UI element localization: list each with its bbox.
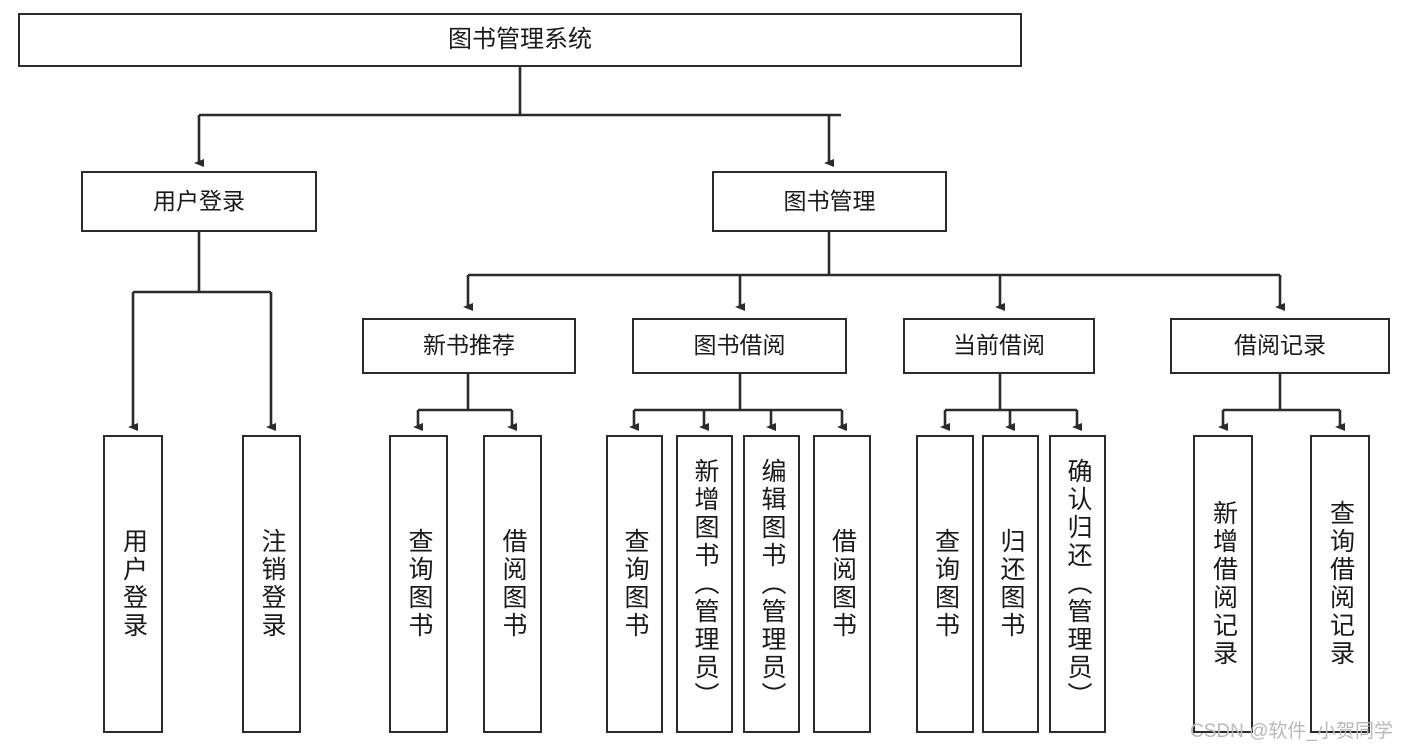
leaf-add-borrow-record[interactable]: 新增借阅记录 <box>1193 435 1253 733</box>
node-label: 图书借阅 <box>693 332 786 359</box>
node-current-borrow[interactable]: 当前借阅 <box>903 318 1095 374</box>
leaf-borrow-book[interactable]: 借阅图书 <box>813 435 871 733</box>
leaf-confirm-return-admin[interactable]: 确认归还（管理员） <box>1049 435 1106 733</box>
node-borrow-records[interactable]: 借阅记录 <box>1170 318 1390 374</box>
node-new-book-recommend[interactable]: 新书推荐 <box>362 318 576 374</box>
leaf-query-book-current[interactable]: 查询图书 <box>916 435 974 733</box>
node-label: 注销登录 <box>258 528 286 640</box>
node-root-system[interactable]: 图书管理系统 <box>18 13 1022 67</box>
node-label: 新增图书（管理员） <box>691 458 719 710</box>
leaf-query-book-recommend[interactable]: 查询图书 <box>389 435 448 733</box>
leaf-query-borrow-record[interactable]: 查询借阅记录 <box>1310 435 1370 733</box>
node-label: 图书管理 <box>783 187 876 214</box>
node-label: 确认归还（管理员） <box>1064 458 1092 710</box>
leaf-edit-book-admin[interactable]: 编辑图书（管理员） <box>743 435 800 733</box>
leaf-user-login[interactable]: 用户登录 <box>103 435 163 733</box>
node-label: 新增借阅记录 <box>1209 500 1238 668</box>
node-label: 用户登录 <box>153 187 245 214</box>
leaf-add-book-admin[interactable]: 新增图书（管理员） <box>676 435 733 733</box>
node-label: 用户登录 <box>119 528 148 640</box>
node-label: 查询图书 <box>931 528 960 640</box>
node-user-login[interactable]: 用户登录 <box>81 171 317 232</box>
watermark-credit: CSDN @软件_小贺同学 <box>1190 721 1393 742</box>
leaf-query-book-borrow[interactable]: 查询图书 <box>606 435 663 733</box>
node-book-borrow[interactable]: 图书借阅 <box>632 318 847 374</box>
node-label: 编辑图书（管理员） <box>758 458 786 710</box>
node-label: 借阅图书 <box>499 528 527 640</box>
leaf-return-book[interactable]: 归还图书 <box>982 435 1039 733</box>
node-label: 查询图书 <box>405 528 433 640</box>
leaf-logout[interactable]: 注销登录 <box>242 435 301 733</box>
leaf-borrow-book-recommend[interactable]: 借阅图书 <box>483 435 542 733</box>
node-label: 新书推荐 <box>423 332 515 359</box>
node-label: 当前借阅 <box>953 332 1045 359</box>
node-label: 借阅图书 <box>828 528 857 640</box>
node-label: 借阅记录 <box>1234 332 1326 359</box>
node-label: 查询图书 <box>621 528 649 640</box>
node-label: 图书管理系统 <box>448 25 592 53</box>
node-book-management[interactable]: 图书管理 <box>712 171 947 232</box>
node-label: 查询借阅记录 <box>1326 500 1355 668</box>
node-label: 归还图书 <box>997 528 1025 640</box>
